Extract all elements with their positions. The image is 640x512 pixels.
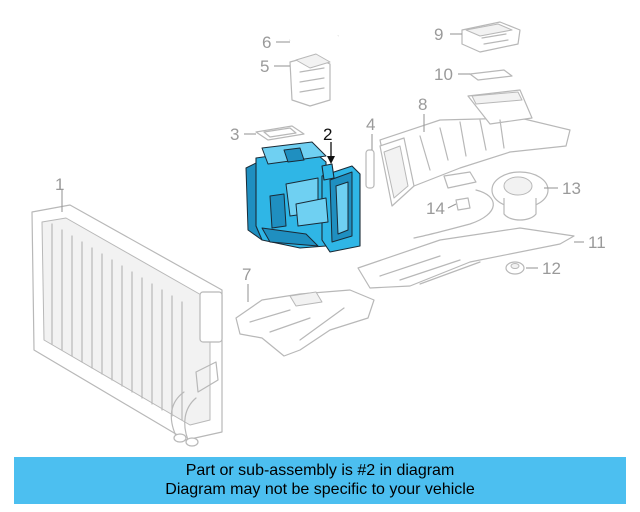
callout-2: 2 [323, 125, 332, 144]
callout-13: 13 [562, 179, 581, 198]
part-7-lower-duct[interactable] [235, 289, 375, 357]
callout-11: 11 [588, 233, 606, 252]
part-2-heater-case[interactable] [245, 141, 361, 253]
callout-3: 3 [230, 125, 239, 144]
part-11-cover[interactable] [357, 227, 575, 289]
part-3-gasket[interactable] [255, 125, 305, 141]
banner-line-2: Diagram may not be specific to your vehi… [165, 481, 475, 498]
callout-12: 12 [542, 259, 561, 278]
callout-leaders [61, 33, 584, 302]
callout-6: 6 [262, 33, 271, 52]
part-6-hose[interactable] [289, 34, 340, 44]
callout-8: 8 [418, 95, 427, 114]
callout-4: 4 [366, 115, 375, 134]
callout-1: 1 [55, 175, 64, 194]
callout-14: 14 [426, 199, 445, 218]
parts-diagram: 1 2 3 4 5 6 7 8 9 10 11 12 13 14 [31, 21, 606, 447]
part-8-housing[interactable] [379, 89, 571, 207]
callout-numbers: 1 2 3 4 5 6 7 8 9 10 11 12 13 14 [55, 25, 606, 284]
callout-7: 7 [242, 265, 251, 284]
part-9-actuator[interactable] [461, 21, 521, 53]
info-banner: Part or sub-assembly is #2 in diagram Di… [14, 457, 626, 504]
banner-line-1: Part or sub-assembly is #2 in diagram [185, 462, 455, 479]
callout-5: 5 [260, 57, 269, 76]
part-10-seal[interactable] [469, 69, 513, 81]
part-14-resistor[interactable] [413, 171, 494, 239]
part-12-clip[interactable] [505, 261, 525, 275]
callout-9: 9 [434, 25, 443, 44]
part-5-duct[interactable] [289, 53, 331, 107]
part-1-heater-core[interactable] [31, 204, 223, 447]
part-13-blower-motor[interactable] [491, 171, 549, 221]
callout-10: 10 [434, 65, 453, 84]
part-4-rod[interactable] [365, 149, 375, 189]
